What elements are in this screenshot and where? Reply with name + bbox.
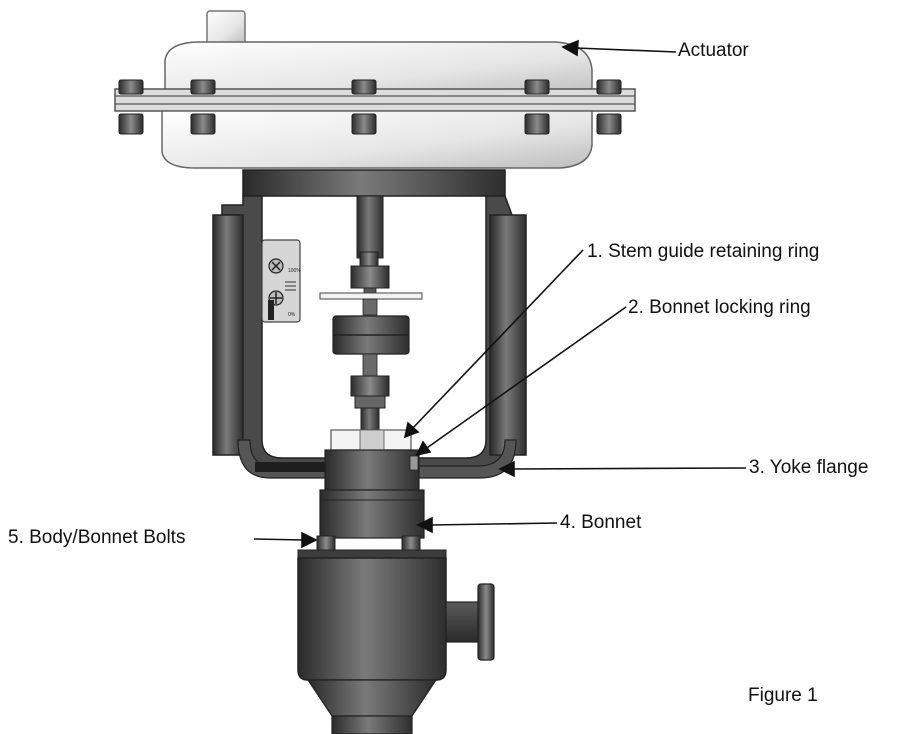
bonnet-locking-ring <box>324 449 420 491</box>
arrow-bolts-icon <box>301 531 318 549</box>
stem-locknut-lower <box>350 375 390 397</box>
yoke-top-collar <box>242 169 506 197</box>
callout-bonnet-locking-ring: 2. Bonnet locking ring <box>628 297 811 318</box>
leader-actuator <box>575 47 677 53</box>
arrow-yoke-flange-icon <box>498 460 515 478</box>
bonnet-body <box>319 489 425 539</box>
valve-body-shell <box>297 557 447 681</box>
position-indicator: 100% 0% <box>261 239 301 323</box>
callout-bonnet: 4. Bonnet <box>560 512 642 533</box>
travel-indicator-disc <box>319 292 423 300</box>
indicator-mark-bottom: 0% <box>288 312 296 318</box>
arrow-bonnet-icon <box>416 516 433 534</box>
callout-leaders <box>253 39 747 549</box>
leader-bolts <box>253 538 305 541</box>
arrow-actuator-icon <box>561 39 579 57</box>
valve-body <box>297 557 495 734</box>
callout-body-bonnet-bolts: 5. Body/Bonnet Bolts <box>8 527 186 548</box>
bonnet-assembly <box>297 429 447 559</box>
arrow-stem-guide-icon <box>403 421 420 439</box>
side-port-flange <box>477 583 495 661</box>
actuator-vent <box>206 10 246 45</box>
actuator-upper-casing <box>164 41 593 97</box>
lower-cone <box>306 679 438 717</box>
valve-stem <box>360 407 380 431</box>
callout-yoke-flange: 3. Yoke flange <box>749 457 869 478</box>
actuator-bolts <box>118 79 622 135</box>
leader-yoke-flange <box>511 467 747 470</box>
actuator <box>114 10 636 169</box>
yoke <box>212 169 527 479</box>
actuator-lower-casing <box>161 110 593 169</box>
leader-bonnet <box>429 522 558 526</box>
callout-actuator: Actuator <box>678 40 749 61</box>
body-bonnet-bolt-left <box>316 535 336 551</box>
callout-stem-guide-retaining-ring: 1. Stem guide retaining ring <box>587 241 820 262</box>
figure-caption: Figure 1 <box>748 685 818 706</box>
actuator-stem <box>356 195 384 259</box>
indicator-mark-top: 100% <box>288 268 301 274</box>
stem-assembly <box>319 195 423 431</box>
stem-locknut-upper <box>350 265 390 289</box>
arrow-bonnet-locking-icon <box>415 440 432 457</box>
body-bonnet-bolt-right <box>401 535 421 551</box>
leader-stem-guide <box>410 249 584 431</box>
bottom-port <box>331 715 413 734</box>
leader-bonnet-locking <box>423 306 627 451</box>
